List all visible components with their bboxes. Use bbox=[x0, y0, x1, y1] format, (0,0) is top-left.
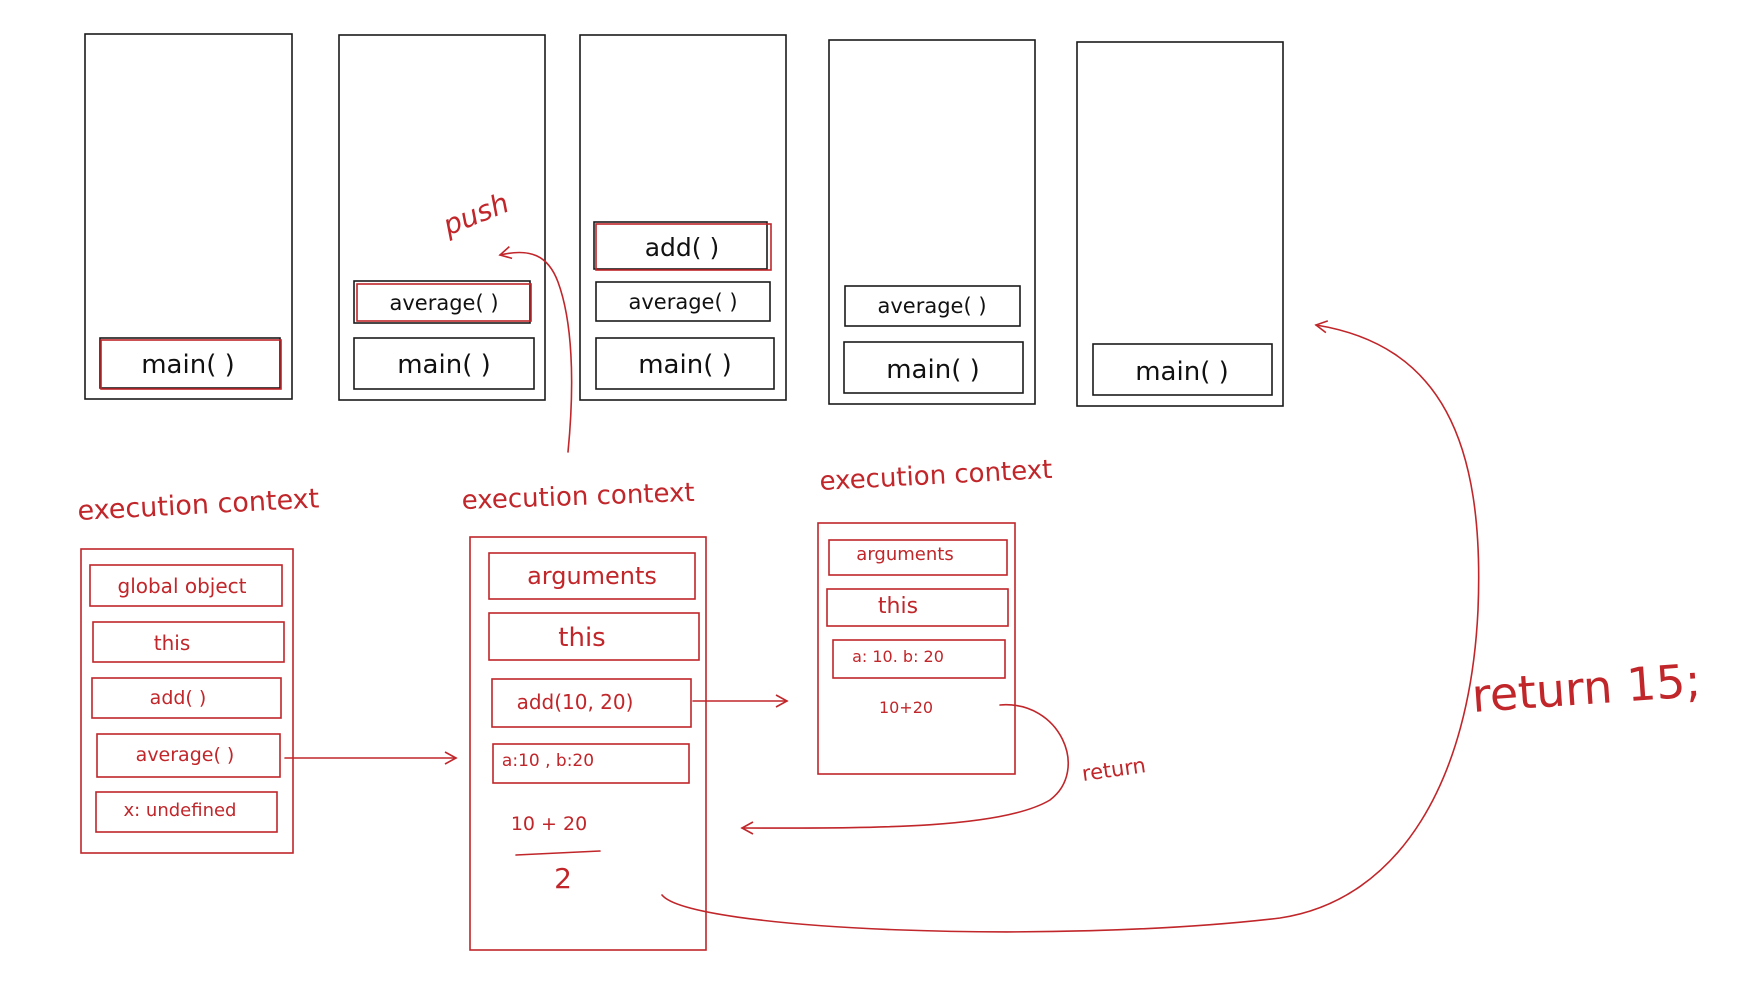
execution-context-average: execution context arguments this add(10,… bbox=[461, 478, 707, 951]
stack-frame-label: average( ) bbox=[877, 294, 986, 318]
context-item: add(10, 20) bbox=[517, 690, 634, 714]
context-item: arguments bbox=[856, 544, 953, 565]
stack-frame bbox=[593, 221, 768, 270]
stack-column-2: main( ) average( ) bbox=[338, 34, 546, 401]
stack-frame-container bbox=[579, 34, 787, 401]
stack-frame-highlight bbox=[595, 223, 772, 271]
expression: 10+20 bbox=[879, 698, 933, 717]
stack-frame bbox=[353, 337, 535, 390]
stack-frame bbox=[595, 281, 771, 322]
context-item-box bbox=[89, 564, 283, 607]
execution-context-title: execution context bbox=[461, 478, 695, 516]
stack-column-4: main( ) average( ) bbox=[828, 39, 1036, 405]
execution-context-title: execution context bbox=[77, 483, 320, 527]
context-item: arguments bbox=[527, 562, 657, 590]
context-item: global object bbox=[118, 574, 247, 598]
context-item-box bbox=[92, 621, 285, 663]
context-item-box bbox=[828, 539, 1008, 576]
stack-column-3: main( ) average( ) add( ) bbox=[579, 34, 787, 401]
context-item: a: 10. b: 20 bbox=[852, 647, 944, 666]
context-item: this bbox=[558, 623, 605, 653]
stack-frame-container bbox=[84, 33, 293, 400]
stack-frame-label: main( ) bbox=[397, 350, 491, 380]
stack-frame-label: average( ) bbox=[628, 290, 737, 314]
stack-frame-label: main( ) bbox=[1135, 357, 1229, 387]
return-value-label: return 15; bbox=[1470, 653, 1703, 723]
return-value-arrow bbox=[661, 320, 1480, 933]
context-item-box bbox=[491, 678, 692, 728]
stack-frame-highlight bbox=[100, 339, 282, 390]
execution-context-title: execution context bbox=[819, 455, 1053, 497]
stack-frame-label: main( ) bbox=[886, 355, 980, 385]
push-label: push bbox=[437, 186, 513, 242]
return-arrow bbox=[740, 704, 1069, 835]
push-arrow bbox=[498, 246, 573, 453]
context-item: this bbox=[154, 631, 191, 655]
stack-column-5: main( ) bbox=[1076, 41, 1284, 407]
stack-frame-label: average( ) bbox=[389, 291, 498, 315]
return-label: return bbox=[1080, 753, 1147, 786]
context-item-box bbox=[832, 639, 1006, 679]
stack-frame bbox=[99, 337, 281, 389]
context-item-box bbox=[96, 733, 281, 778]
stack-frame-container bbox=[1076, 41, 1284, 407]
stack-frame bbox=[353, 280, 531, 324]
context-item: a:10 , b:20 bbox=[502, 751, 594, 771]
execution-context-add: execution context arguments this a: 10. … bbox=[817, 455, 1053, 775]
context-item-box bbox=[91, 677, 282, 719]
context-item-box bbox=[826, 588, 1009, 627]
stack-frame-container bbox=[338, 34, 546, 401]
context-item-box bbox=[488, 552, 696, 600]
fraction-bar bbox=[515, 850, 601, 856]
context-item-box bbox=[492, 743, 690, 784]
context-frame bbox=[817, 522, 1016, 775]
context-item-box bbox=[95, 791, 278, 833]
expression-numerator: 10 + 20 bbox=[511, 813, 587, 835]
execution-context-global: execution context global object this add… bbox=[77, 483, 320, 854]
stack-frame bbox=[843, 341, 1024, 394]
stack-frame bbox=[595, 337, 775, 390]
context-frame bbox=[469, 536, 707, 951]
stack-frame bbox=[844, 285, 1021, 327]
context-item: add( ) bbox=[150, 687, 207, 709]
stack-frame-highlight bbox=[356, 283, 532, 322]
context-item: this bbox=[878, 594, 918, 619]
stack-frame-label: main( ) bbox=[141, 350, 235, 380]
stack-column-1: main( ) bbox=[84, 33, 293, 400]
context-item-box bbox=[488, 612, 700, 661]
expression-denominator: 2 bbox=[554, 862, 572, 895]
context-frame bbox=[80, 548, 294, 854]
stack-frame-label: add( ) bbox=[645, 233, 720, 262]
stack-frame-container bbox=[828, 39, 1036, 405]
stack-frame-label: main( ) bbox=[638, 350, 732, 380]
context-item: x: undefined bbox=[123, 800, 236, 821]
context-item: average( ) bbox=[136, 744, 235, 766]
stack-frame bbox=[1092, 343, 1273, 396]
